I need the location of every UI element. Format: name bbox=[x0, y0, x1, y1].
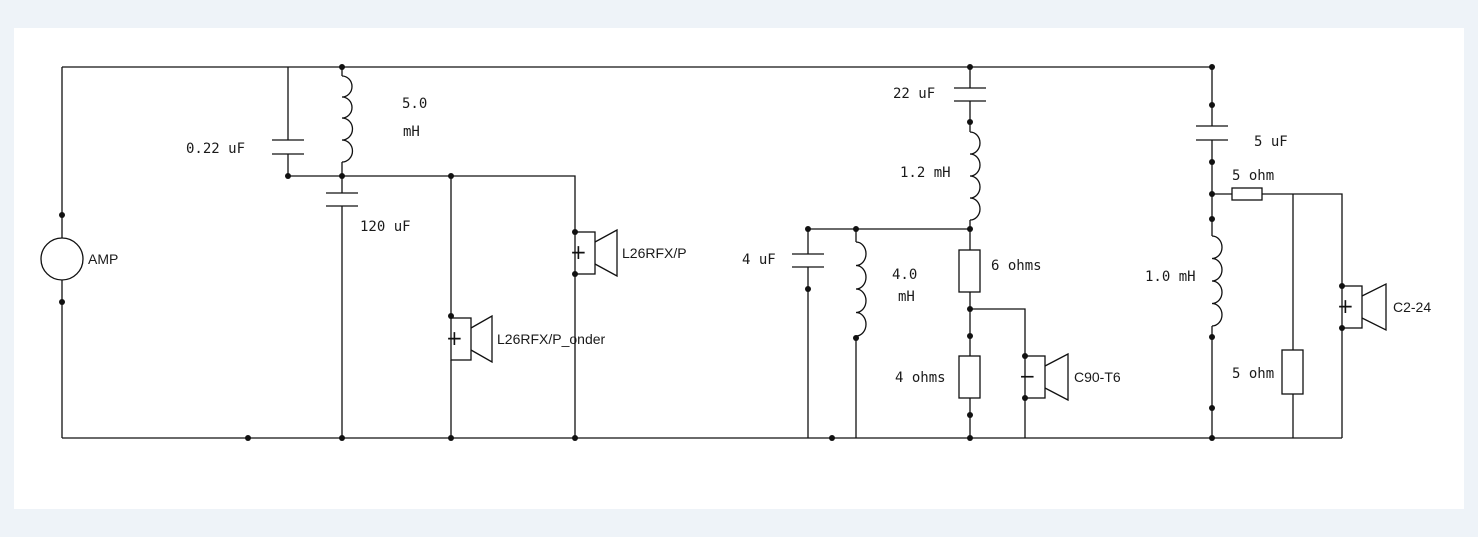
cap-022-label: 0.22 uF bbox=[186, 141, 245, 157]
capacitor-4uf: 4 uF bbox=[742, 252, 824, 268]
svg-text:−: − bbox=[1019, 364, 1036, 388]
cap-120-label: 120 uF bbox=[360, 219, 411, 235]
schematic-panel: AMP 0.22 uF 5.0 mH 120 uF bbox=[14, 28, 1464, 509]
res-6-label: 6 ohms bbox=[991, 258, 1042, 274]
spk-p-label: L26RFX/P bbox=[622, 245, 687, 261]
svg-text:+: + bbox=[570, 240, 587, 264]
res-5b-label: 5 ohm bbox=[1232, 366, 1274, 382]
res-5a-label: 5 ohm bbox=[1232, 168, 1274, 184]
inductor-4mh: 4.0 mH bbox=[855, 241, 917, 337]
speaker-c90-t6: − C90-T6 bbox=[1019, 352, 1121, 402]
cap-22-label: 22 uF bbox=[893, 86, 935, 102]
resistor-4ohm: 4 ohms bbox=[895, 355, 981, 399]
speaker-l26rfx-p: + L26RFX/P bbox=[570, 228, 687, 278]
amp-source: AMP bbox=[40, 212, 118, 305]
capacitor-120uf: 120 uF bbox=[326, 192, 411, 235]
resistor-5ohm-shunt: 5 ohm bbox=[1232, 349, 1304, 395]
ind-5-label-b: mH bbox=[403, 124, 420, 140]
crossover-schematic: AMP 0.22 uF 5.0 mH 120 uF bbox=[40, 64, 1431, 441]
inductor-1mh: 1.0 mH bbox=[1145, 235, 1223, 327]
ind-12-label: 1.2 mH bbox=[900, 165, 951, 181]
cap-4-label: 4 uF bbox=[742, 252, 776, 268]
ind-1-label: 1.0 mH bbox=[1145, 269, 1196, 285]
resistor-6ohm: 6 ohms bbox=[958, 249, 1042, 293]
spk-onder-label: L26RFX/P_onder bbox=[497, 331, 606, 347]
svg-text:+: + bbox=[1337, 294, 1354, 318]
inductor-5mh: 5.0 mH bbox=[341, 75, 427, 163]
svg-text:+: + bbox=[446, 326, 463, 350]
inductor-1-2mh: 1.2 mH bbox=[900, 131, 981, 221]
capacitor-22uf: 22 uF bbox=[893, 86, 986, 102]
cap-5-label: 5 uF bbox=[1254, 134, 1288, 150]
spk-c90-label: C90-T6 bbox=[1074, 369, 1121, 385]
speaker-c2-24: + C2-24 bbox=[1337, 282, 1431, 332]
ind-5-label-a: 5.0 bbox=[402, 96, 427, 112]
resistor-5ohm-series: 5 ohm bbox=[1231, 168, 1274, 201]
speaker-l26rfx-p-onder: + L26RFX/P_onder bbox=[446, 314, 606, 364]
res-4-label: 4 ohms bbox=[895, 370, 946, 386]
amp-label: AMP bbox=[88, 251, 118, 267]
ind-4-label-a: 4.0 bbox=[892, 267, 917, 283]
capacitor-022uf: 0.22 uF bbox=[186, 139, 304, 157]
spk-c2-label: C2-24 bbox=[1393, 299, 1431, 315]
capacitor-5uf: 5 uF bbox=[1196, 125, 1288, 150]
ind-4-label-b: mH bbox=[898, 289, 915, 305]
